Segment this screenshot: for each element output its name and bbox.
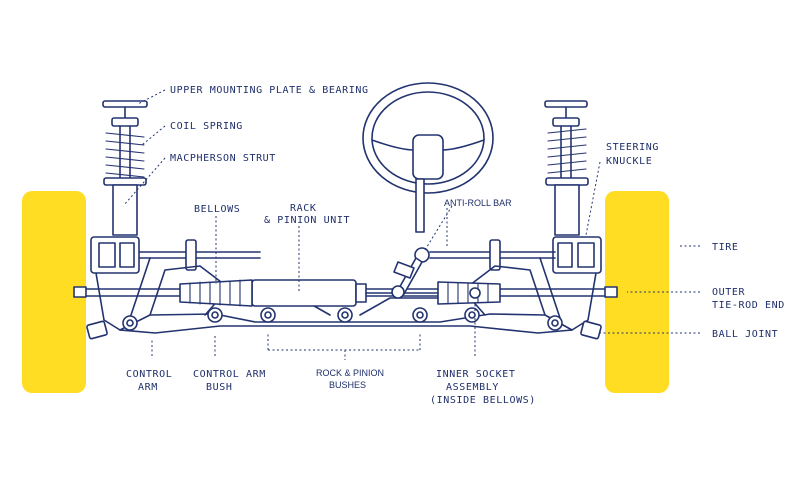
label-steering-knuckle-line1: STEERING: [606, 142, 659, 153]
label-inner-socket-line3: (INSIDE BELLOWS): [430, 395, 536, 406]
steering-wheel: [362, 82, 494, 299]
bushes: [122, 307, 563, 331]
label-steering-knuckle-line2: KNUCKLE: [606, 156, 652, 167]
label-control-bush-line2: BUSH: [206, 382, 232, 393]
label-ball-joint: BALL JOINT: [712, 329, 778, 340]
label-control-arm-line2: ARM: [138, 382, 158, 393]
right-steering-knuckle: [552, 236, 602, 340]
label-inner-socket-line2: ASSEMBLY: [446, 382, 499, 393]
leader-lines: [123, 89, 700, 360]
label-rack-line1: RACK: [290, 203, 316, 214]
left-strut: [102, 100, 148, 236]
label-coil-spring: COIL SPRING: [170, 121, 243, 132]
label-control-arm-line1: CONTROL: [126, 369, 172, 380]
label-macpherson-strut: MACPHERSON STRUT: [170, 153, 276, 164]
label-tire: TIRE: [712, 242, 738, 253]
label-inner-socket-line1: INNER SOCKET: [436, 369, 515, 380]
label-rp-bushes-line1: ROCK & PINION: [316, 368, 384, 378]
left-tire: [22, 191, 86, 393]
label-bellows: BELLOWS: [194, 204, 240, 215]
right-strut: [544, 100, 589, 236]
label-upper-mount: UPPER MOUNTING PLATE & BEARING: [170, 85, 369, 96]
label-rp-bushes-line2: BUSHES: [329, 380, 366, 390]
label-rack-line2: & PINION UNIT: [264, 215, 350, 226]
label-anti-roll-bar: ANTI-ROLL BAR: [444, 198, 512, 208]
rack-and-pinion: [179, 279, 501, 307]
label-control-bush-line1: CONTROL ARM: [193, 369, 266, 380]
anti-roll-bar: [129, 239, 561, 319]
label-outer-tie-line1: OUTER: [712, 287, 745, 298]
label-outer-tie-line2: TIE-ROD END: [712, 300, 785, 311]
